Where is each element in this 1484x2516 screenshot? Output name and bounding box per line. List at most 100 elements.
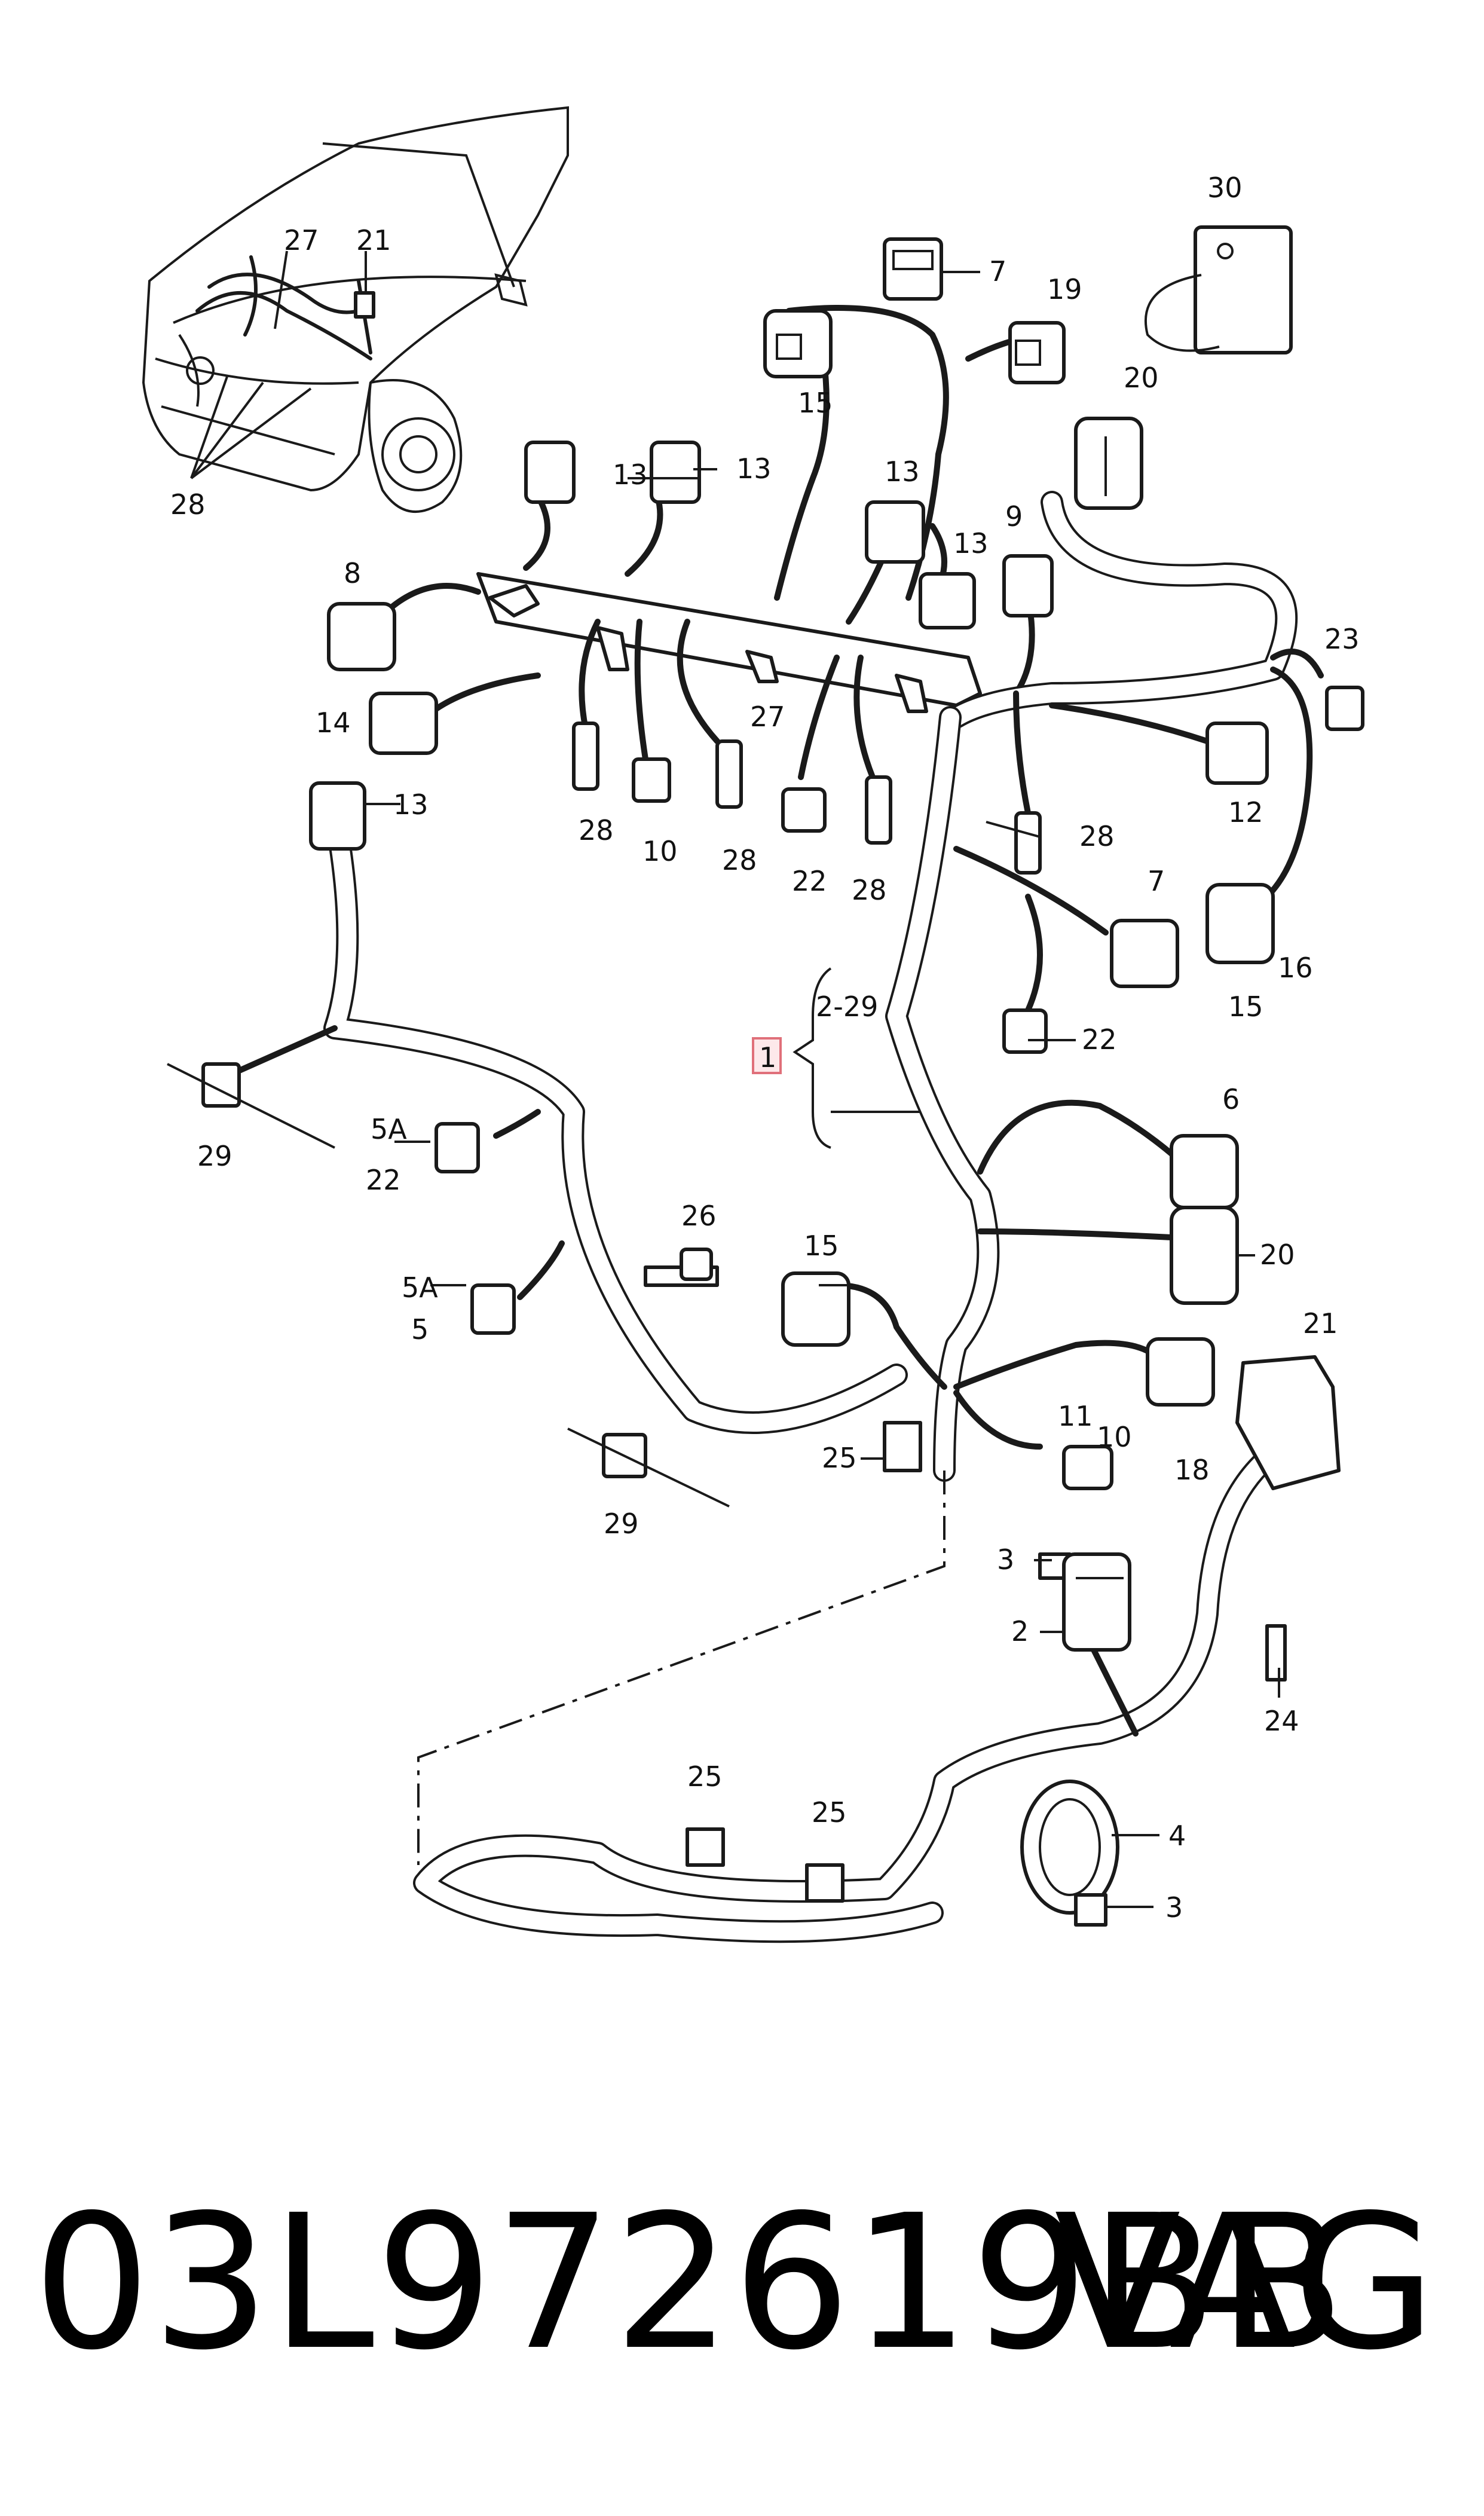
sensor-28-b (715, 739, 743, 809)
connector-15-low (781, 1271, 850, 1347)
callout-3-a: 3 (997, 1543, 1014, 1576)
connector-13-b (650, 441, 701, 504)
seal-30 (1144, 225, 1293, 354)
connector-7-mid (1110, 919, 1179, 988)
connector-7-top (883, 237, 943, 301)
connector-2 (1062, 1552, 1131, 1652)
connector-12 (1205, 722, 1269, 785)
part-number-text: 03L972619BB (33, 2175, 1347, 2391)
callout-28-d: 28 (1079, 820, 1115, 852)
callout-10-a: 10 (642, 835, 678, 867)
callout-21-inset: 21 (356, 224, 391, 256)
harness-rail (476, 572, 982, 713)
callout-2: 2 (1011, 1615, 1029, 1647)
callout-22-a: 22 (792, 865, 827, 897)
sensor-22-c (435, 1122, 480, 1173)
callout-20-low: 20 (1260, 1239, 1295, 1271)
assembly-bracket (752, 967, 920, 1149)
callout-10-b: 10 (1097, 1421, 1132, 1453)
callout-26: 26 (681, 1200, 717, 1232)
callout-25-c: 25 (812, 1796, 847, 1829)
callout-11: 11 (1058, 1400, 1093, 1432)
cover-21 (1235, 1355, 1341, 1490)
callout-29-b: 29 (604, 1508, 639, 1540)
callout-labels: 27 21 28 30 7 19 15 20 13 13 13 13 9 8 2… (170, 172, 1360, 1924)
callout-13-d: 13 (953, 527, 989, 560)
connector-19 (1008, 321, 1066, 384)
callout-3-b: 3 (1165, 1891, 1183, 1924)
connector-6 (1170, 1134, 1239, 1209)
connector-23 (1325, 686, 1364, 731)
connector-20-low (1170, 1206, 1239, 1305)
callout-9: 9 (1005, 500, 1023, 533)
connector-13-e (309, 781, 366, 851)
brand-text: VAG (1054, 2175, 1436, 2391)
sensor-22-b (1002, 1008, 1048, 1054)
callout-23: 23 (1324, 623, 1360, 655)
connector-13-a (524, 441, 576, 504)
callout-5A-b: 5A (402, 1271, 438, 1304)
callout-19: 19 (1047, 273, 1082, 305)
callout-27-inset: 27 (284, 224, 319, 256)
lower-wiring (224, 820, 1278, 1943)
bracket-24 (1265, 1624, 1287, 1682)
callout-30: 30 (1207, 172, 1243, 204)
clip-3-b (1074, 1893, 1107, 1927)
leader-lines (365, 271, 1280, 1908)
sensor-5 (470, 1283, 516, 1335)
connector-13-d (919, 572, 976, 629)
callout-5A-a: 5A (371, 1113, 407, 1145)
callout-25-b: 25 (687, 1760, 723, 1793)
sensor-10-b (1062, 1445, 1113, 1490)
sensor-22-a (781, 787, 827, 833)
callout-4: 4 (1168, 1820, 1186, 1852)
callout-16: 16 (1278, 952, 1313, 984)
callout-13-b: 13 (736, 453, 772, 485)
callout-5: 5 (411, 1313, 429, 1346)
callout-15-low: 15 (804, 1230, 839, 1262)
connector-20-top (1074, 417, 1143, 510)
callout-25-a: 25 (822, 1442, 857, 1474)
cable-tie-29-a (167, 1062, 335, 1149)
callout-2-29: 2-29 (816, 990, 878, 1023)
callout-7-mid: 7 (1148, 865, 1165, 897)
callout-22-b: 22 (1082, 1023, 1117, 1056)
callout-1: 1 (759, 1041, 776, 1074)
callout-28-a: 28 (579, 814, 614, 846)
callout-13-a: 13 (613, 458, 648, 491)
connector-9 (1002, 554, 1054, 617)
callout-12: 12 (1228, 796, 1263, 829)
callout-15-top: 15 (798, 387, 833, 419)
connector-13-c (865, 500, 925, 564)
vehicle-inset-illustration (142, 106, 569, 513)
connector-14 (369, 692, 438, 755)
callout-22-c: 22 (366, 1164, 401, 1196)
callout-6: 6 (1222, 1083, 1240, 1115)
clip-25-b (686, 1827, 725, 1867)
callout-7-top: 7 (989, 255, 1006, 288)
connectors (167, 225, 1364, 1927)
highlighted-part-box (752, 1037, 782, 1074)
footer-caption: 03L972619BB VAG (0, 2176, 1484, 2415)
callout-24: 24 (1264, 1705, 1299, 1737)
callout-28-inset: 28 (170, 488, 206, 521)
connector-18 (1146, 1337, 1215, 1407)
callout-28-b: 28 (722, 844, 757, 876)
callout-29-a: 29 (197, 1140, 232, 1172)
sensor-10-a (632, 757, 671, 803)
callout-21: 21 (1303, 1307, 1338, 1340)
sensor-28-a (572, 722, 599, 791)
clip-25-a (883, 1421, 922, 1472)
callout-8: 8 (344, 557, 361, 589)
callout-14: 14 (316, 707, 351, 739)
callout-28-c: 28 (852, 874, 887, 906)
bracket-26 (644, 1248, 719, 1287)
callout-13-e: 13 (393, 788, 429, 821)
callout-27-rail: 27 (750, 701, 785, 733)
connector-16 (1205, 883, 1275, 964)
callout-18: 18 (1174, 1454, 1210, 1486)
connector-4 (1020, 1780, 1119, 1915)
sensor-28-c (865, 775, 892, 845)
callout-20-top: 20 (1124, 362, 1159, 394)
callout-15-mid: 15 (1228, 990, 1263, 1023)
